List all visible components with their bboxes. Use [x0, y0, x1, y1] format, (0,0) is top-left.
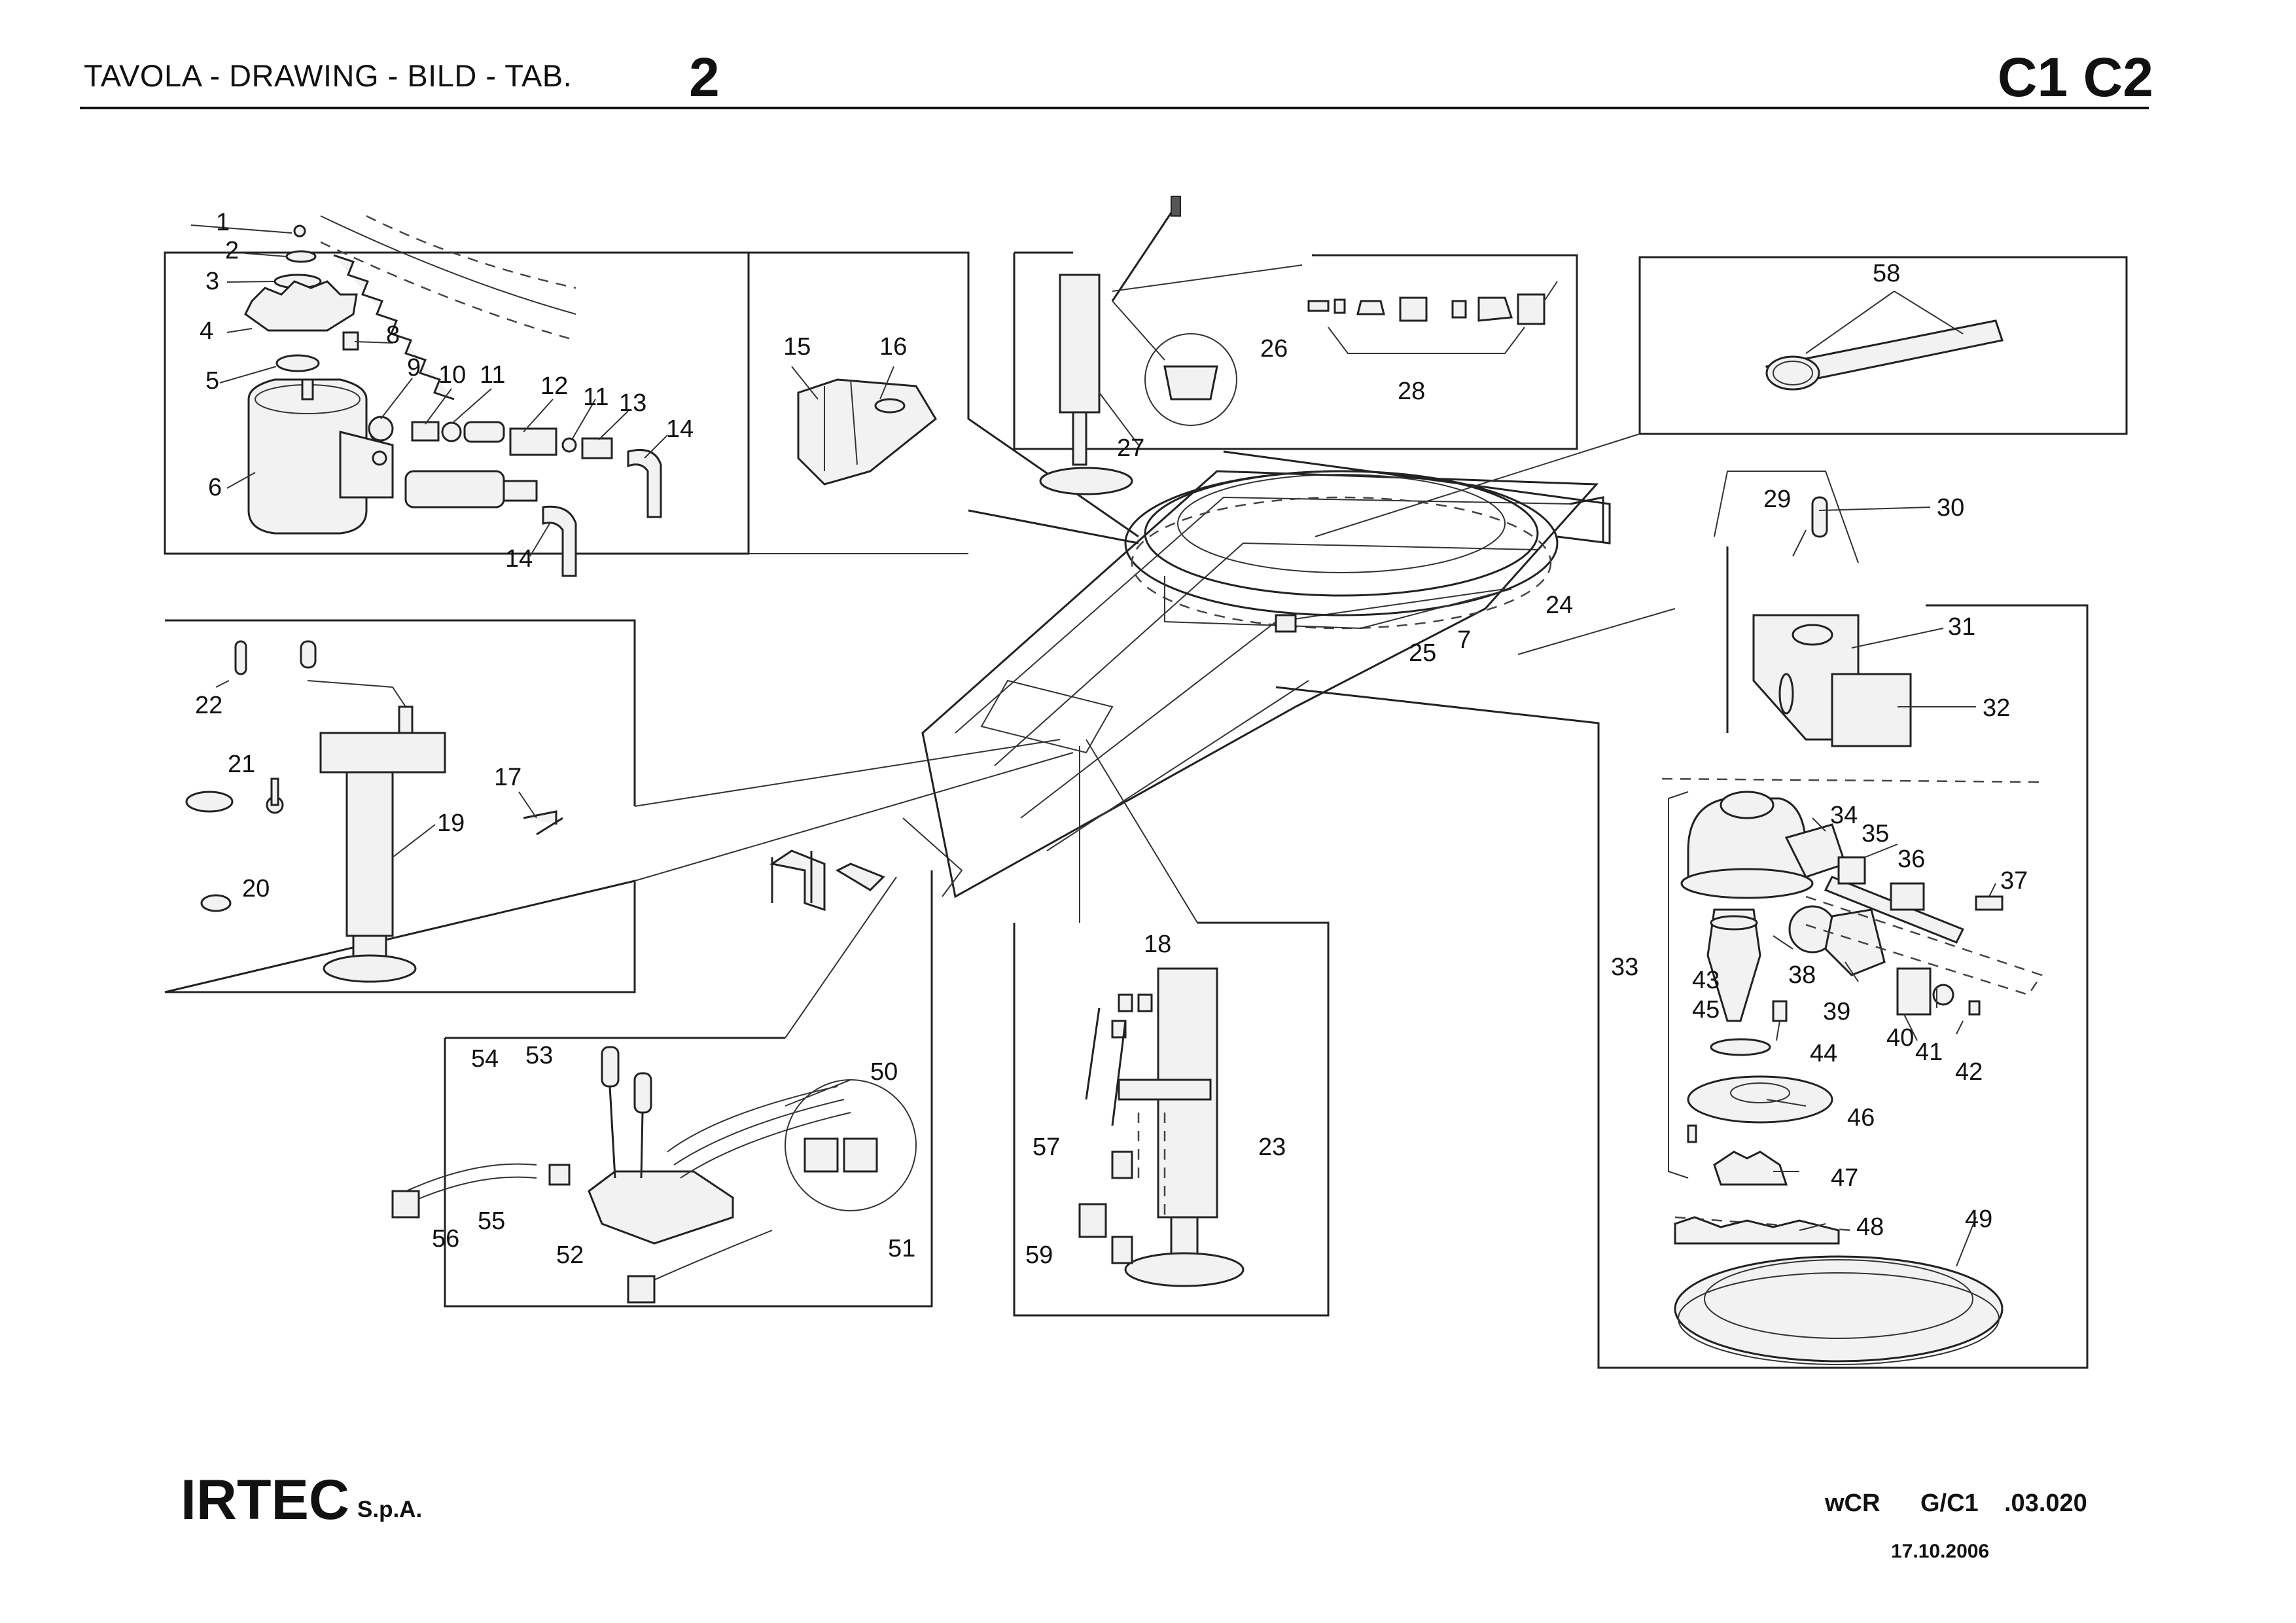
callout-18: 18	[1144, 931, 1171, 958]
callout-14b: 14	[505, 545, 533, 573]
callout-13: 13	[619, 389, 646, 417]
callout-53: 53	[525, 1042, 553, 1069]
callout-27: 27	[1117, 435, 1144, 462]
callout-40: 40	[1886, 1024, 1914, 1052]
callout-48: 48	[1856, 1213, 1884, 1241]
callout-36: 36	[1898, 846, 1925, 873]
callout-26: 26	[1260, 335, 1288, 363]
callout-7: 7	[1457, 626, 1471, 654]
callout-33: 33	[1611, 954, 1638, 981]
callout-58: 58	[1873, 260, 1900, 287]
callout-4: 4	[200, 317, 213, 345]
callout-31: 31	[1948, 613, 1975, 641]
callout-35: 35	[1862, 820, 1889, 847]
callout-59: 59	[1025, 1241, 1053, 1269]
header-rule	[80, 107, 2149, 109]
callout-15: 15	[783, 333, 811, 361]
callout-38: 38	[1788, 961, 1816, 989]
callout-34: 34	[1830, 802, 1858, 829]
callout-41: 41	[1915, 1039, 1943, 1066]
callout-55: 55	[478, 1207, 505, 1235]
callout-25: 25	[1409, 639, 1436, 667]
revision-date: 17.10.2006	[1891, 1541, 1990, 1562]
callout-12: 12	[540, 372, 568, 400]
panel-crank	[1661, 471, 2042, 783]
callout-49: 49	[1965, 1205, 1992, 1233]
callout-51: 51	[888, 1235, 915, 1262]
ref-number: .03.020	[2004, 1489, 2087, 1517]
callout-54: 54	[471, 1045, 499, 1073]
callout-43: 43	[1692, 967, 1720, 994]
callout-50: 50	[870, 1058, 898, 1086]
callout-52: 52	[556, 1241, 584, 1269]
panel-support-jack	[164, 619, 1074, 993]
callout-21: 21	[228, 751, 255, 778]
main-frame-assembly	[902, 450, 1611, 899]
callout-19: 19	[437, 810, 465, 837]
panel-rotation-drive	[1275, 604, 2089, 1369]
callout-2: 2	[225, 237, 239, 264]
panel-bracket	[747, 255, 937, 554]
callout-10: 10	[438, 361, 466, 389]
panel-rear-jack	[1013, 739, 1330, 1317]
callout-42: 42	[1955, 1058, 1983, 1086]
callout-16: 16	[879, 333, 907, 361]
brand-name: IRTEC	[181, 1469, 349, 1531]
callout-22: 22	[195, 692, 222, 719]
panel-control-valve	[391, 849, 933, 1308]
callout-39: 39	[1823, 998, 1850, 1026]
callout-8: 8	[386, 321, 400, 349]
callout-29: 29	[1763, 486, 1791, 513]
callout-57: 57	[1033, 1133, 1060, 1161]
callout-14: 14	[666, 416, 694, 443]
callout-1: 1	[216, 209, 230, 236]
callout-3: 3	[205, 268, 219, 295]
callout-47: 47	[1831, 1164, 1858, 1192]
callout-labels: 1 2 3 4 5 6 8 9 10 11 12 11 13 14 14 15 …	[195, 209, 2028, 1269]
callout-56: 56	[432, 1225, 459, 1253]
callout-11b: 11	[583, 383, 609, 411]
callout-46: 46	[1847, 1104, 1875, 1132]
callout-28: 28	[1398, 378, 1425, 405]
callout-17: 17	[494, 764, 521, 791]
callout-24: 24	[1545, 592, 1573, 619]
brand-suffix: S.p.A.	[357, 1497, 423, 1522]
callout-6: 6	[208, 474, 222, 501]
callout-37: 37	[2000, 867, 2028, 895]
callout-5: 5	[205, 367, 219, 395]
callout-20: 20	[242, 875, 270, 902]
callout-44: 44	[1810, 1040, 1837, 1067]
callout-32: 32	[1983, 694, 2010, 722]
ref-group: G/C1	[1920, 1489, 1979, 1517]
callout-9: 9	[407, 354, 421, 382]
callout-23: 23	[1258, 1133, 1286, 1161]
callout-11: 11	[480, 361, 505, 389]
ref-prefix: wCR	[1825, 1489, 1881, 1517]
panel-jack-lever	[1013, 196, 1578, 495]
panel-tool-bar	[1315, 256, 2128, 537]
panel-hydraulic-motor	[164, 215, 1139, 577]
callout-45: 45	[1692, 996, 1720, 1024]
rack-teeth-icon	[333, 254, 455, 401]
callout-30: 30	[1937, 494, 1964, 522]
model-codes: C1 C2	[1997, 46, 2153, 108]
table-number: 2	[689, 46, 720, 108]
drawing-title: TAVOLA - DRAWING - BILD - TAB.	[84, 58, 573, 93]
